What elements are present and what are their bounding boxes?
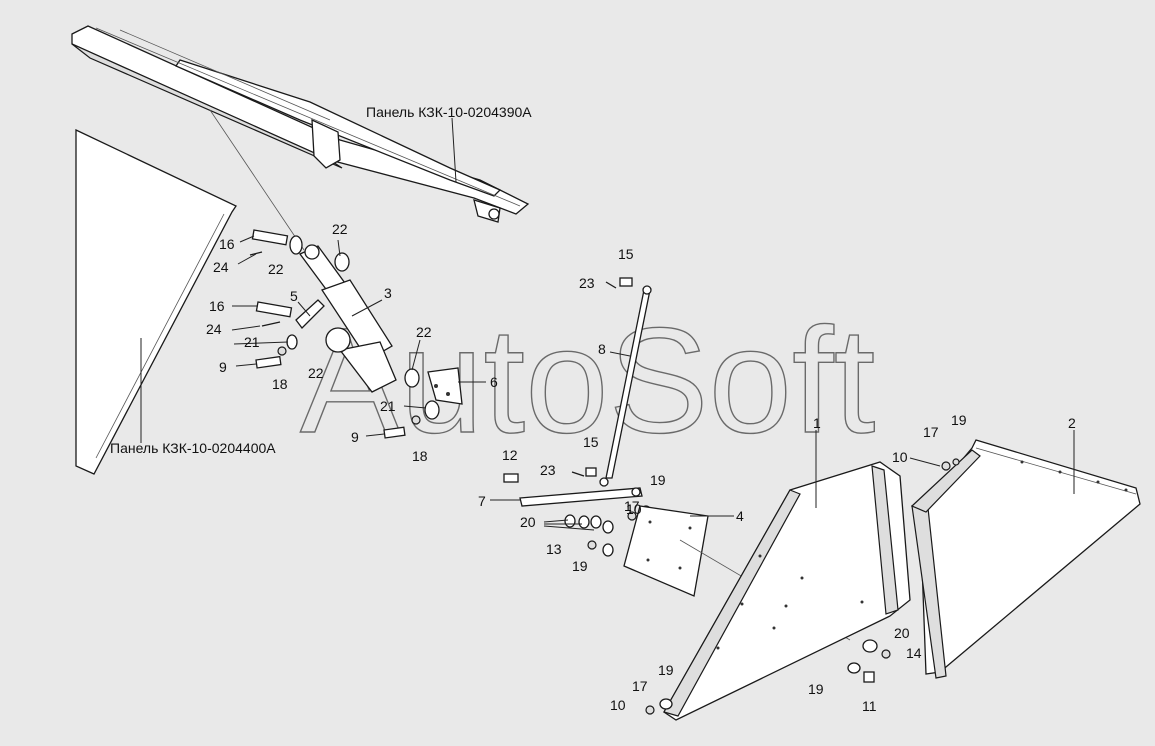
callout: 1 [813, 415, 821, 431]
callout: 9 [219, 359, 227, 375]
callout: 22 [332, 221, 348, 237]
callout: 6 [490, 374, 498, 390]
callout: 21 [380, 398, 396, 414]
callout: 10 [892, 449, 908, 465]
callout: 16 [209, 298, 225, 314]
callout: 14 [906, 645, 922, 661]
panel-top-caption: Панель КЗК-10-0204390А [366, 104, 532, 120]
callout: 19 [572, 558, 588, 574]
callout: 23 [540, 462, 556, 478]
callout: 23 [579, 275, 595, 291]
callout: 5 [290, 288, 298, 304]
callout: 2 [1068, 415, 1076, 431]
callout: 15 [618, 246, 634, 262]
callout: 16 [219, 236, 235, 252]
callout: 17 [624, 498, 640, 514]
callout: 11 [862, 698, 877, 714]
panel-2 [909, 430, 1141, 679]
cylinder-assembly [209, 109, 463, 405]
callout: 19 [808, 681, 824, 697]
callout: 19 [650, 472, 666, 488]
left-panel-drawing [75, 128, 237, 475]
callout: 7 [478, 493, 486, 509]
callout: 24 [213, 259, 229, 275]
callout: 22 [308, 365, 324, 381]
callout: 10 [626, 501, 642, 517]
callout: 22 [416, 324, 432, 340]
callout: 13 [546, 541, 562, 557]
callout: 22 [268, 261, 284, 277]
callout: 4 [736, 508, 744, 524]
callout: 18 [272, 376, 288, 392]
callout: 10 [610, 697, 626, 713]
panel-left-caption: Панель КЗК-10-0204400А [110, 440, 276, 456]
callout: 9 [351, 429, 359, 445]
callout: 19 [951, 412, 967, 428]
callout: 17 [632, 678, 648, 694]
callout: 8 [598, 341, 606, 357]
callout: 19 [658, 662, 674, 678]
callout: 21 [244, 334, 260, 350]
callout: 20 [894, 625, 910, 641]
panel-1 [645, 430, 911, 721]
callout: 17 [923, 424, 939, 440]
callout-labels: 1 2 3 4 5 6 7 8 9 9 10 10 10 11 12 13 14… [206, 221, 1076, 714]
top-panel-drawing [71, 25, 530, 223]
hardware [231, 229, 486, 439]
callout: 12 [502, 447, 518, 463]
callout: 18 [412, 448, 428, 464]
plate-4 [623, 505, 851, 641]
rod-8 [605, 277, 652, 479]
callout: 15 [583, 434, 599, 450]
callout: 24 [206, 321, 222, 337]
callout: 3 [384, 285, 392, 301]
callout: 20 [520, 514, 536, 530]
